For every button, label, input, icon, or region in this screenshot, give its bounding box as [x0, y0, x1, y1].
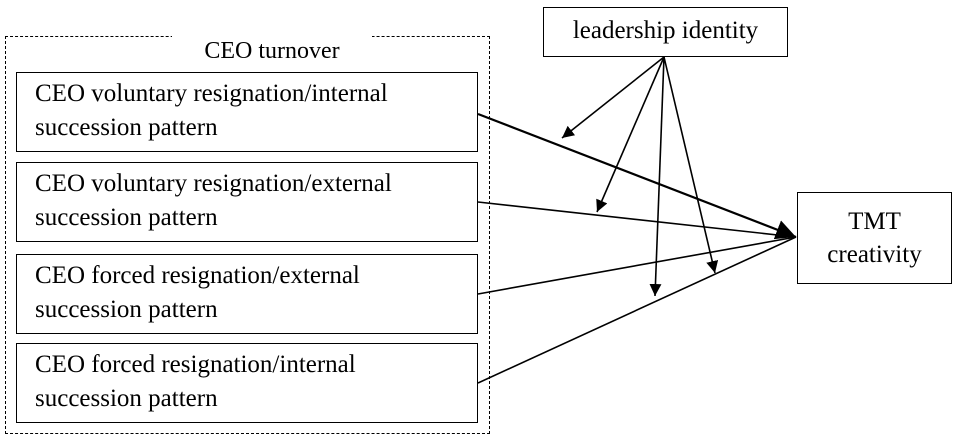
box-voluntary-internal: CEO voluntary resignation/internal succe…	[16, 72, 478, 152]
box-forced-internal-line2: succession pattern	[35, 385, 218, 412]
box-forced-external: CEO forced resignation/external successi…	[16, 254, 478, 334]
leadership-identity-box: leadership identity	[543, 7, 788, 57]
tmt-creativity-line1: TMT	[848, 208, 901, 235]
ceo-turnover-title: CEO turnover	[172, 36, 372, 66]
moderator-arrow-3	[649, 56, 665, 297]
arrow-forced-external-to-tmt	[477, 236, 797, 295]
moderator-arrow-4	[663, 56, 719, 274]
box-voluntary-external-line1: CEO voluntary resignation/external	[35, 170, 392, 197]
tmt-creativity-line2: creativity	[827, 241, 922, 268]
box-voluntary-internal-line2: succession pattern	[35, 114, 218, 141]
box-forced-internal: CEO forced resignation/internal successi…	[16, 343, 478, 423]
box-forced-external-line1: CEO forced resignation/external	[35, 262, 360, 289]
moderator-arrow-1	[561, 56, 665, 139]
arrow-forced-internal-to-tmt	[477, 236, 797, 384]
box-voluntary-external: CEO voluntary resignation/external succe…	[16, 162, 478, 242]
arrow-voluntary-external-to-tmt	[477, 201, 797, 238]
box-voluntary-external-line2: succession pattern	[35, 204, 218, 231]
arrow-voluntary-internal-to-tmt	[477, 112, 797, 240]
box-forced-internal-line1: CEO forced resignation/internal	[35, 351, 356, 378]
moderator-arrow-2	[596, 56, 665, 213]
tmt-creativity-box: TMT creativity	[797, 192, 952, 284]
box-forced-external-line2: succession pattern	[35, 296, 218, 323]
box-voluntary-internal-line1: CEO voluntary resignation/internal	[35, 80, 388, 107]
